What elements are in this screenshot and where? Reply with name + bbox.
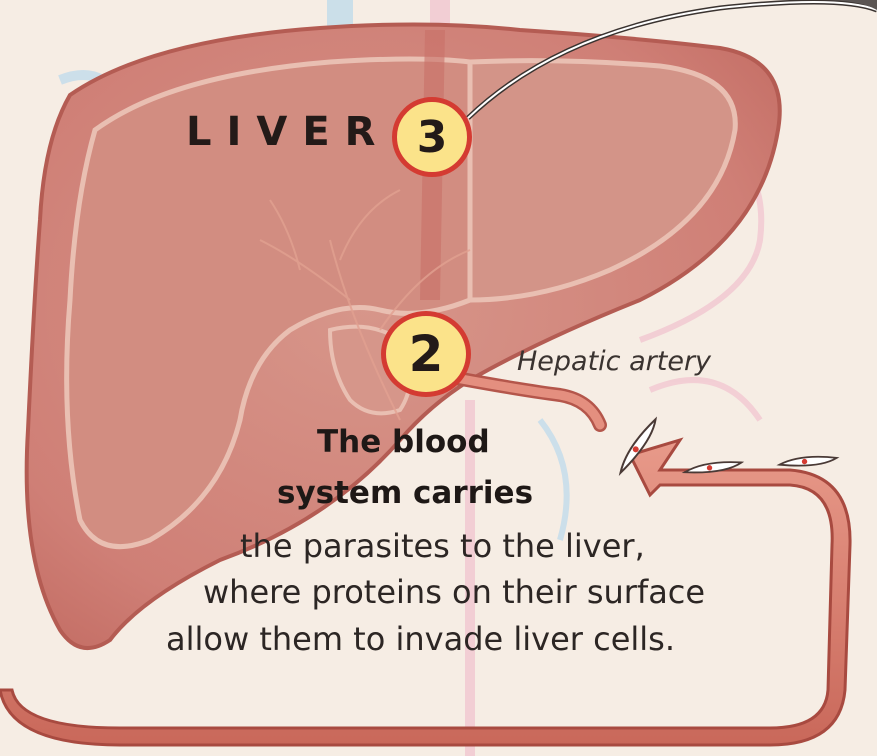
step-badge-3: 3 [392, 97, 472, 177]
caption-lead-line-2: system carries [277, 478, 533, 509]
caption-line-3: the parasites to the liver, [240, 530, 645, 562]
caption-line-5: allow them to invade liver cells. [166, 623, 675, 655]
hepatic-artery-label: Hepatic artery [517, 348, 711, 375]
hepatic-artery [440, 375, 600, 425]
parasite-icon [779, 455, 837, 468]
caption-line-4: where proteins on their surface [203, 576, 705, 608]
step-badge-2: 2 [381, 311, 471, 397]
caption-lead-line-1: The blood [317, 427, 490, 458]
organ-label: LIVER [186, 112, 390, 152]
